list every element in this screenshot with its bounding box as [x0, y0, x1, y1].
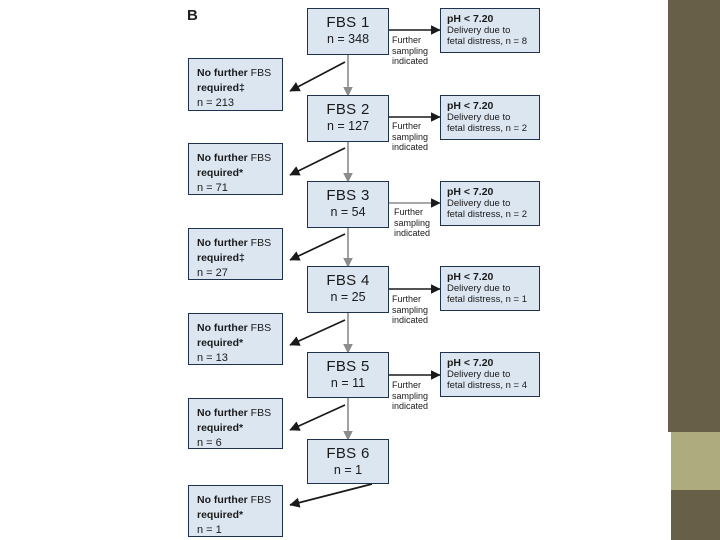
node-nofbs-2-line1-bold: No further	[197, 152, 248, 164]
node-nofbs-6-line1: No further FBS	[197, 493, 276, 508]
node-nofbs-2[interactable]: No further FBS required* n = 71	[188, 143, 283, 195]
edge-label-3-l3: indicated	[394, 228, 431, 238]
edge-label-4: Further sampling indicated	[392, 294, 438, 326]
node-nofbs-5-line1: No further FBS	[197, 406, 276, 421]
node-fbs-1-count: n = 348	[326, 32, 370, 46]
node-nofbs-6-count: n = 1	[197, 524, 222, 536]
node-nofbs-5-count: n = 6	[197, 437, 222, 449]
edge-label-3-l2: sampling	[394, 217, 431, 228]
node-nofbs-1-line1: No further FBS	[197, 66, 276, 81]
node-fbs-6-count: n = 1	[333, 463, 363, 477]
node-nofbs-5-line1-rest: FBS	[247, 407, 272, 419]
node-nofbs-4[interactable]: No further FBS required* n = 13	[188, 313, 283, 365]
node-nofbs-6-line1-bold: No further	[197, 494, 248, 506]
node-ph-4-line1: Delivery due to	[447, 283, 511, 294]
node-fbs-1[interactable]: FBS 1 n = 348	[307, 8, 389, 55]
node-fbs-3-count: n = 54	[330, 205, 366, 219]
edge-label-2: Further sampling indicated	[392, 121, 438, 153]
node-fbs-5[interactable]: FBS 5 n = 11	[307, 352, 389, 398]
node-ph-3-line1: Delivery due to	[447, 198, 511, 209]
node-fbs-2-title: FBS 2	[326, 101, 370, 118]
node-ph-2-heading: pH < 7.20	[447, 100, 494, 112]
node-ph-4-line2: fetal distress, n = 1	[447, 294, 527, 305]
edge-label-3: Further sampling indicated	[394, 207, 440, 239]
node-nofbs-3-line2: required‡	[197, 252, 245, 264]
node-nofbs-1-line1-rest: FBS	[247, 67, 272, 79]
accent-band-dark-bottom	[671, 490, 720, 540]
node-fbs-6-title: FBS 6	[326, 445, 370, 462]
node-ph-3-line2: fetal distress, n = 2	[447, 209, 527, 220]
node-ph-4[interactable]: pH < 7.20 Delivery due to fetal distress…	[440, 266, 540, 311]
edge-label-4-l3: indicated	[392, 315, 429, 325]
edge-label-2-l1: Further	[392, 121, 422, 131]
node-nofbs-4-line1-bold: No further	[197, 322, 248, 334]
node-nofbs-3-line1-bold: No further	[197, 237, 248, 249]
node-ph-5-line2: fetal distress, n = 4	[447, 380, 527, 391]
node-nofbs-1-line1-bold: No further	[197, 67, 248, 79]
node-ph-5[interactable]: pH < 7.20 Delivery due to fetal distress…	[440, 352, 540, 397]
node-nofbs-2-line2: required*	[197, 167, 244, 179]
accent-band-light	[671, 432, 720, 490]
node-nofbs-1[interactable]: No further FBS required‡ n = 213	[188, 58, 283, 111]
edge-label-5-l1: Further	[392, 380, 422, 390]
edge-label-1: Further sampling indicated	[392, 35, 438, 67]
edge-label-5-l3: indicated	[392, 401, 429, 411]
node-nofbs-2-count: n = 71	[197, 182, 228, 194]
edge-label-1-l1: Further	[392, 35, 422, 45]
node-fbs-5-count: n = 11	[330, 376, 366, 390]
accent-band-dark-top	[668, 0, 720, 432]
node-ph-2-line2: fetal distress, n = 2	[447, 123, 527, 134]
node-fbs-2-count: n = 127	[326, 119, 370, 133]
node-ph-5-heading: pH < 7.20	[447, 357, 494, 369]
edge-label-2-l2: sampling	[392, 131, 429, 142]
node-nofbs-4-line2: required*	[197, 337, 244, 349]
edge-label-1-l3: indicated	[392, 56, 429, 66]
node-fbs-2[interactable]: FBS 2 n = 127	[307, 95, 389, 142]
node-nofbs-3-count: n = 27	[197, 267, 228, 279]
node-nofbs-3-line1: No further FBS	[197, 236, 276, 251]
node-nofbs-3-line1-rest: FBS	[247, 237, 272, 249]
node-ph-1-heading: pH < 7.20	[447, 13, 494, 25]
node-nofbs-5-line1-bold: No further	[197, 407, 248, 419]
node-ph-1-line2: fetal distress, n = 8	[447, 36, 527, 47]
node-nofbs-5-line2: required*	[197, 422, 244, 434]
node-fbs-3-title: FBS 3	[326, 187, 370, 204]
node-nofbs-6-line2: required*	[197, 509, 244, 521]
node-ph-2[interactable]: pH < 7.20 Delivery due to fetal distress…	[440, 95, 540, 140]
node-fbs-4-title: FBS 4	[326, 272, 370, 289]
edge-label-5-l2: sampling	[392, 390, 429, 401]
node-nofbs-6-line1-rest: FBS	[247, 494, 272, 506]
edge-label-2-l3: indicated	[392, 142, 429, 152]
node-fbs-6[interactable]: FBS 6 n = 1	[307, 439, 389, 484]
panel-label-b: B	[187, 7, 198, 24]
node-nofbs-4-count: n = 13	[197, 352, 228, 364]
node-ph-4-heading: pH < 7.20	[447, 271, 494, 283]
node-nofbs-1-count: n = 213	[197, 97, 235, 109]
edge-label-5: Further sampling indicated	[392, 380, 438, 412]
node-nofbs-4-line1: No further FBS	[197, 321, 276, 336]
node-ph-2-line1: Delivery due to	[447, 112, 511, 123]
node-nofbs-3[interactable]: No further FBS required‡ n = 27	[188, 228, 283, 280]
node-fbs-3[interactable]: FBS 3 n = 54	[307, 181, 389, 228]
edge-label-3-l1: Further	[394, 207, 424, 217]
node-ph-5-line1: Delivery due to	[447, 369, 511, 380]
node-nofbs-5[interactable]: No further FBS required* n = 6	[188, 398, 283, 449]
node-fbs-4-count: n = 25	[330, 290, 366, 304]
edge-label-4-l1: Further	[392, 294, 422, 304]
edge-label-4-l2: sampling	[392, 304, 429, 315]
node-nofbs-1-line2: required‡	[197, 82, 245, 94]
node-ph-1[interactable]: pH < 7.20 Delivery due to fetal distress…	[440, 8, 540, 53]
node-nofbs-2-line1: No further FBS	[197, 151, 276, 166]
node-ph-3-heading: pH < 7.20	[447, 186, 494, 198]
node-fbs-4[interactable]: FBS 4 n = 25	[307, 266, 389, 313]
edge-label-1-l2: sampling	[392, 45, 429, 56]
node-fbs-5-title: FBS 5	[326, 358, 370, 375]
node-nofbs-6[interactable]: No further FBS required* n = 1	[188, 485, 283, 537]
node-nofbs-4-line1-rest: FBS	[247, 322, 272, 334]
node-nofbs-2-line1-rest: FBS	[247, 152, 272, 164]
node-ph-1-line1: Delivery due to	[447, 25, 511, 36]
node-ph-3[interactable]: pH < 7.20 Delivery due to fetal distress…	[440, 181, 540, 226]
node-fbs-1-title: FBS 1	[326, 14, 370, 31]
